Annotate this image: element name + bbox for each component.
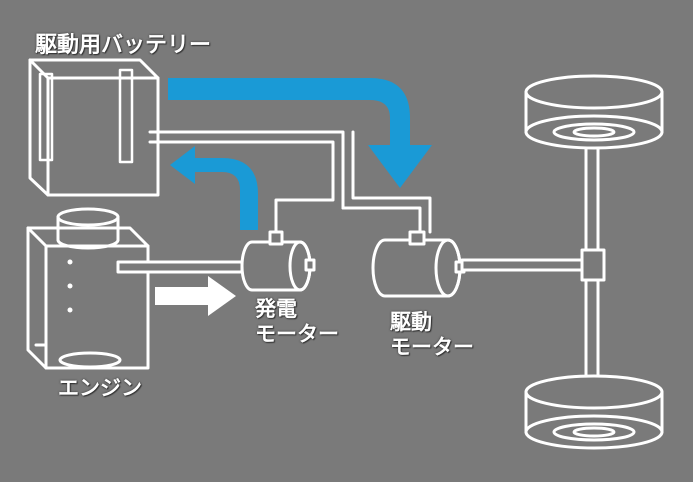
drive-motor-label-line2: モーター [390, 335, 474, 359]
power-wiring [148, 130, 432, 234]
generator-motor-label-line1: 発電 [255, 297, 297, 321]
generator-motor [240, 230, 316, 292]
input-arrow-engine-to-generator [155, 276, 236, 316]
battery-label: 駆動用バッテリー [35, 33, 212, 58]
generator-motor-label-line2: モーター [255, 322, 339, 346]
flow-arrow-battery-to-drive [168, 78, 432, 188]
drive-motor-label: 駆動 モーター [390, 310, 474, 360]
bottom-wheel [524, 374, 664, 450]
flow-arrow-generator-to-battery [170, 146, 258, 230]
battery-box [28, 58, 160, 197]
top-wheel [524, 74, 664, 150]
engine-shaft [116, 260, 244, 274]
engine-label: エンジン [58, 376, 142, 400]
drive-shaft [460, 248, 606, 282]
drive-motor-label-line1: 駆動 [390, 310, 432, 334]
engine-box [26, 207, 150, 370]
drive-motor [371, 230, 466, 298]
generator-motor-label: 発電 モーター [255, 297, 339, 347]
